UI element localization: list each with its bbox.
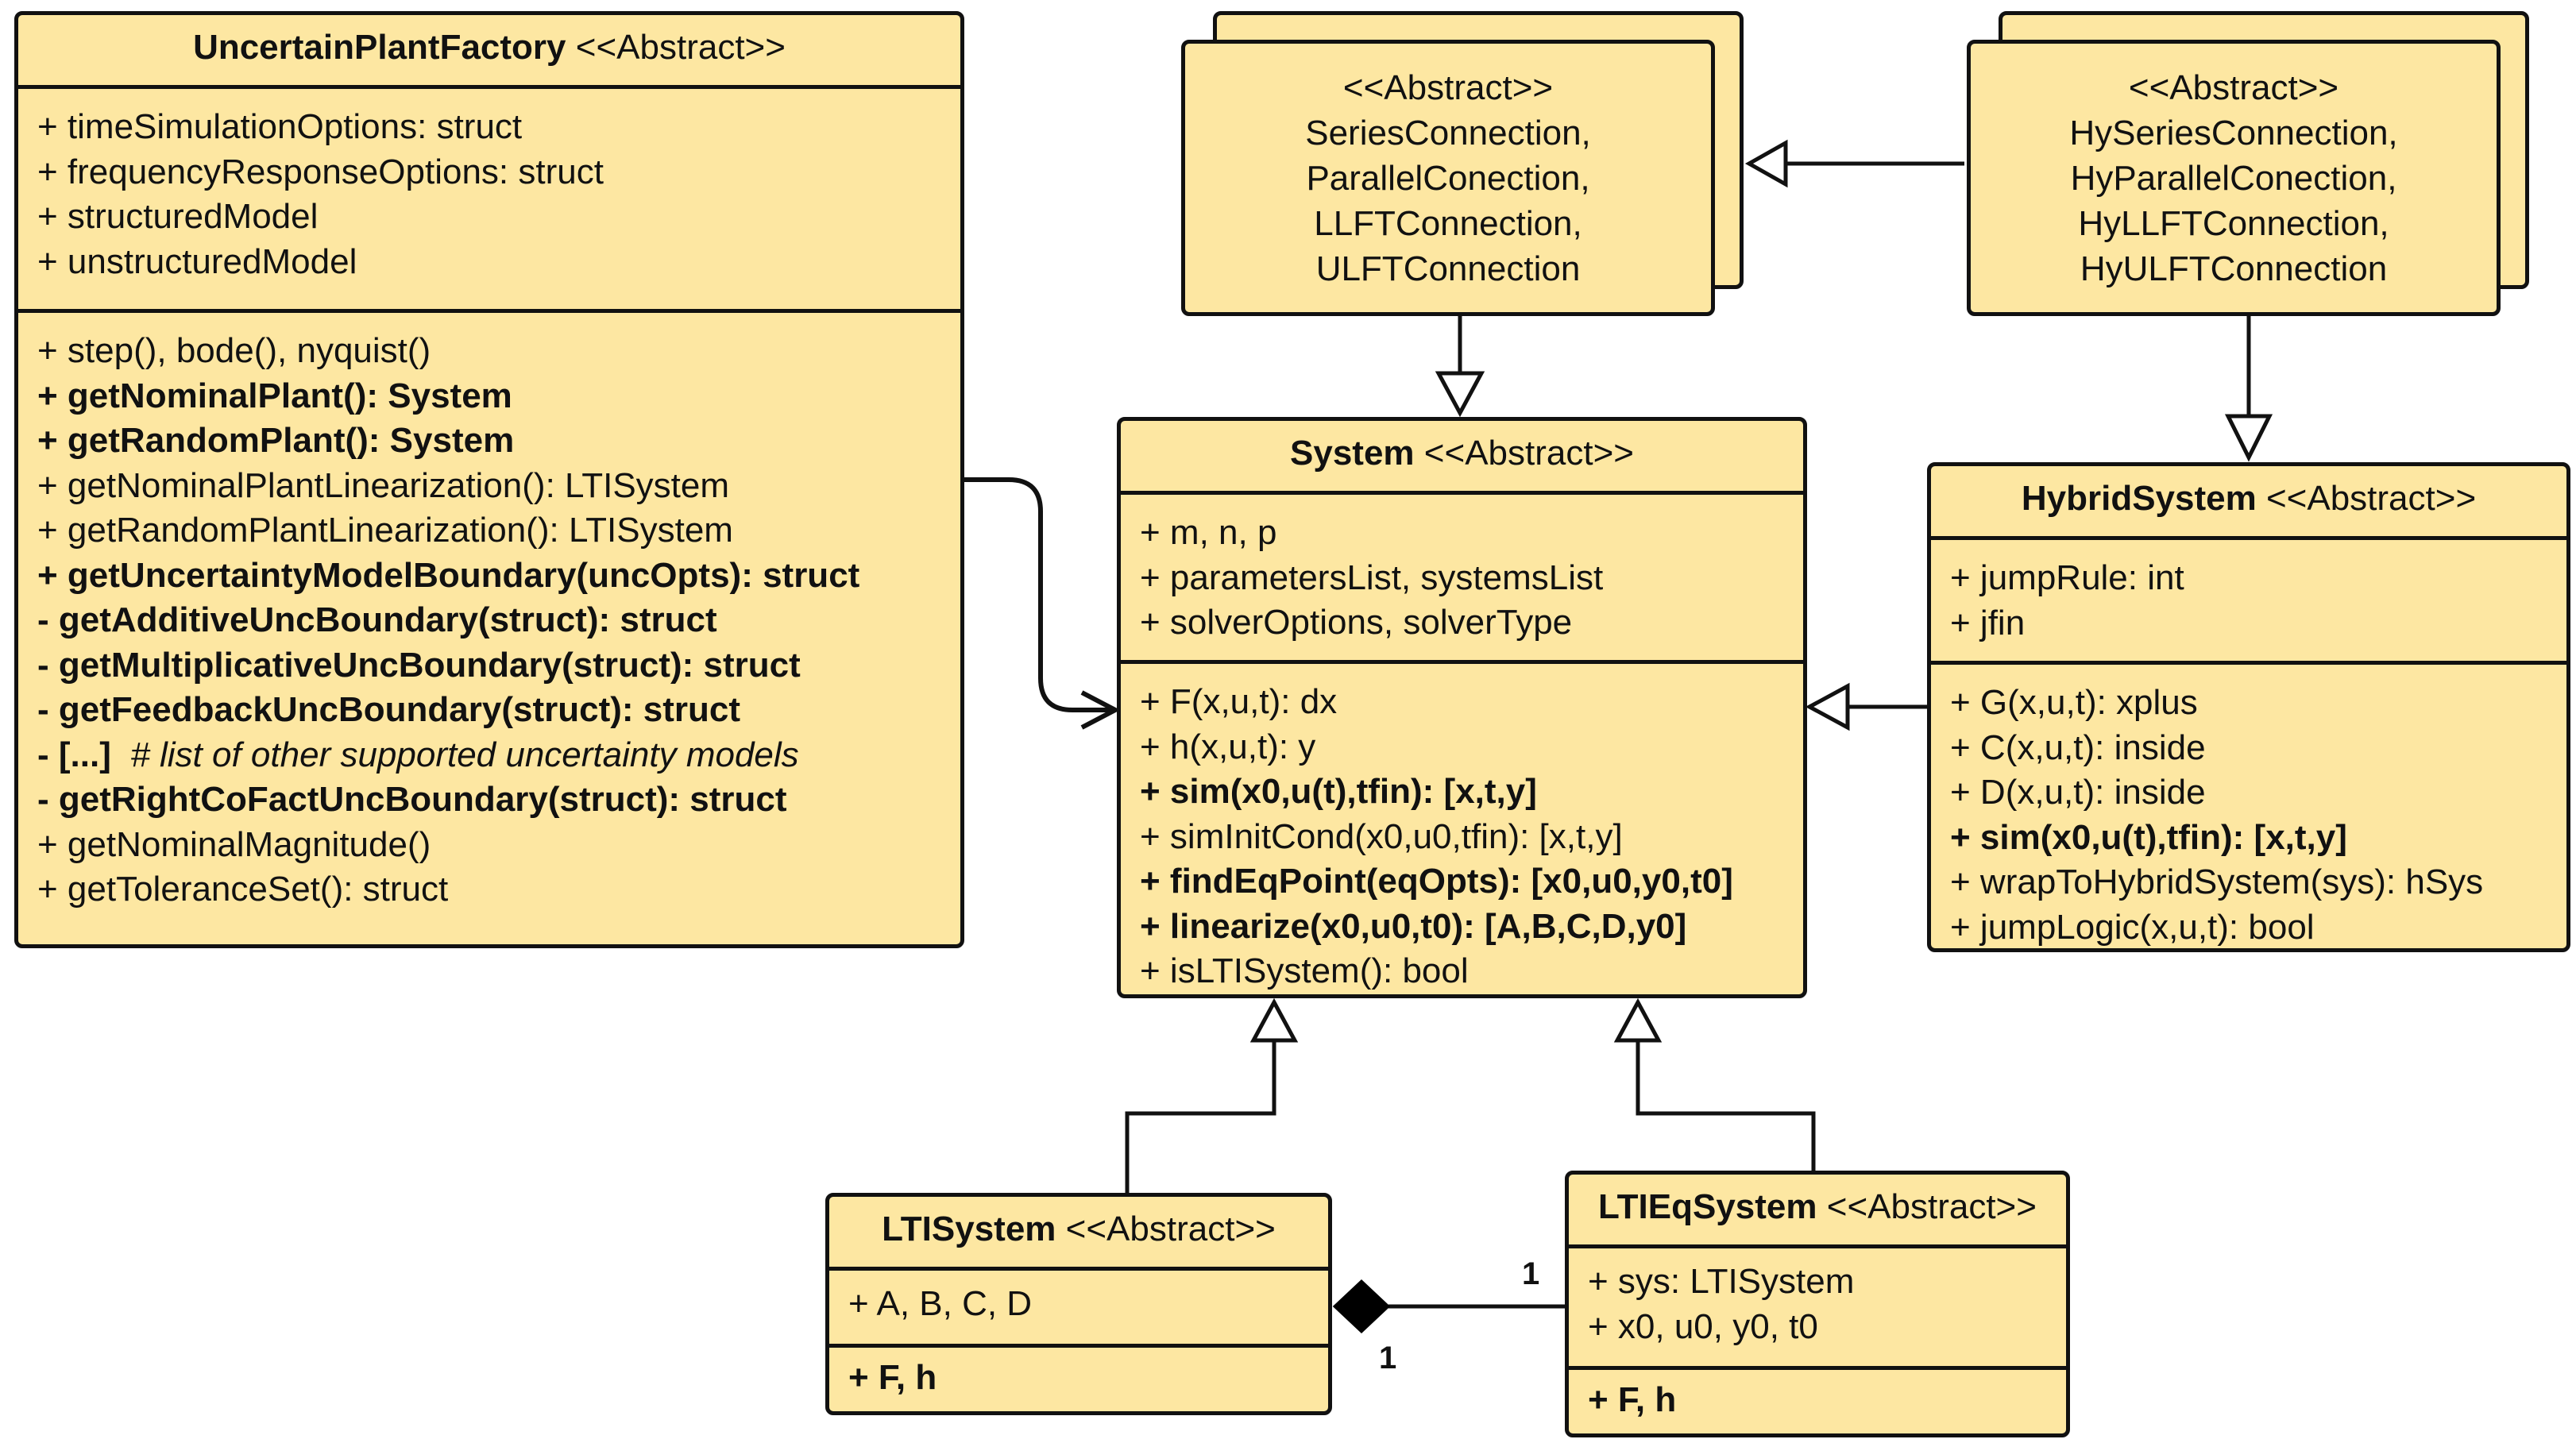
- class-name: UncertainPlantFactory: [193, 28, 566, 67]
- attribute: + x0, u0, y0, t0: [1588, 1306, 1818, 1346]
- method: + sim(x0,u(t),tfin): [x,t,y]: [1140, 772, 1537, 811]
- class-stereotype: <<Abstract>>: [2265, 479, 2477, 518]
- attribute: + frequencyResponseOptions: struct: [37, 152, 604, 191]
- composition-ltisystem-ltieqsystem: [1332, 1279, 1565, 1334]
- stack-line: <<Abstract>>: [2128, 68, 2339, 107]
- method: + G(x,u,t): xplus: [1950, 683, 2198, 722]
- generalization-hyconnections-to-hybridsystem: [2224, 314, 2273, 462]
- method: + getNominalMagnitude(): [37, 824, 431, 864]
- method: - getAdditiveUncBoundary(struct): struct: [37, 600, 717, 639]
- class-name: LTIEqSystem: [1598, 1187, 1817, 1226]
- generalization-ltisystem-to-system: [1125, 997, 1299, 1194]
- class-hybrid-system[interactable]: HybridSystem <<Abstract>> + jumpRule: in…: [1927, 462, 2570, 952]
- method: + simInitCond(x0,u0,tfin): [x,t,y]: [1140, 816, 1623, 856]
- class-stereotype: <<Abstract>>: [575, 28, 786, 67]
- attribute: + m, n, p: [1140, 513, 1277, 552]
- class-header: System <<Abstract>>: [1121, 421, 1803, 495]
- generalization-ltieqsystem-to-system: [1613, 997, 1816, 1172]
- class-lti-eq-system[interactable]: LTIEqSystem <<Abstract>> + sys: LTISyste…: [1565, 1171, 2070, 1437]
- method: + sim(x0,u(t),tfin): [x,t,y]: [1950, 817, 2347, 857]
- attributes-section: + sys: LTISystem + x0, u0, y0, t0: [1569, 1248, 2066, 1366]
- stack-line: HyParallelConection,: [2070, 158, 2397, 198]
- method: + F, h: [1588, 1380, 1677, 1419]
- generalization-hybridsystem-to-system: [1805, 682, 1929, 731]
- class-header: HybridSystem <<Abstract>>: [1931, 466, 2566, 540]
- method: + linearize(x0,u0,t0): [A,B,C,D,y0]: [1140, 906, 1687, 946]
- attributes-section: + jumpRule: int + jfin: [1931, 540, 2566, 661]
- multiplicity-label: 1: [1522, 1256, 1540, 1291]
- methods-section: + G(x,u,t): xplus + C(x,u,t): inside + D…: [1931, 661, 2566, 948]
- multiplicity-label: 1: [1379, 1341, 1397, 1375]
- class-name: HybridSystem: [2021, 479, 2257, 518]
- attribute: + jfin: [1950, 603, 2026, 642]
- method-comment: # list of other supported uncertainty mo…: [130, 735, 799, 774]
- generalization-hyconnections-to-connections: [1744, 139, 1964, 188]
- method: + isLTISystem(): bool: [1140, 951, 1469, 990]
- method: + getNominalPlant(): System: [37, 376, 512, 415]
- class-system[interactable]: System <<Abstract>> + m, n, p + paramete…: [1117, 417, 1807, 998]
- method: + step(), bode(), nyquist(): [37, 331, 431, 370]
- method: + findEqPoint(eqOpts): [x0,u0,y0,t0]: [1140, 862, 1733, 901]
- attribute: + parametersList, systemsList: [1140, 558, 1604, 597]
- class-stereotype: <<Abstract>>: [1065, 1210, 1276, 1248]
- class-connections[interactable]: <<Abstract>> SeriesConnection, ParallelC…: [1181, 40, 1715, 316]
- method: + getToleranceSet(): struct: [37, 870, 449, 909]
- method: - getFeedbackUncBoundary(struct): struct: [37, 690, 741, 729]
- class-uncertain-plant-factory[interactable]: UncertainPlantFactory <<Abstract>> + tim…: [14, 11, 964, 948]
- attribute: + solverOptions, solverType: [1140, 603, 1573, 642]
- association-factory-to-system: [963, 477, 1121, 730]
- class-header: UncertainPlantFactory <<Abstract>>: [18, 15, 960, 89]
- stack-line: <<Abstract>>: [1342, 68, 1554, 107]
- method: + F(x,u,t): dx: [1140, 682, 1338, 721]
- method: + C(x,u,t): inside: [1950, 727, 2206, 767]
- method: + getUncertaintyModelBoundary(uncOpts): …: [37, 555, 860, 595]
- attribute: + sys: LTISystem: [1588, 1262, 1855, 1301]
- class-name: System: [1290, 434, 1415, 473]
- attribute: + structuredModel: [37, 197, 319, 236]
- attributes-section: + A, B, C, D: [829, 1271, 1328, 1344]
- stack-line: HySeriesConnection,: [2069, 113, 2398, 152]
- attribute: + unstructuredModel: [37, 241, 357, 281]
- method: + jumpLogic(x,u,t): bool: [1950, 907, 2315, 947]
- stack-line: HyLLFTConnection,: [2078, 203, 2389, 243]
- method: - getMultiplicativeUncBoundary(struct): …: [37, 645, 801, 685]
- methods-section: + step(), bode(), nyquist() + getNominal…: [18, 309, 960, 928]
- method: + getRandomPlant(): System: [37, 421, 515, 460]
- attribute: + jumpRule: int: [1950, 558, 2184, 597]
- stack-line: HyULFTConnection: [2080, 249, 2388, 288]
- methods-section: + F, h: [1569, 1366, 2066, 1433]
- method: - getRightCoFactUncBoundary(struct): str…: [37, 780, 787, 819]
- stack-line: ParallelConection,: [1306, 158, 1590, 198]
- method: + h(x,u,t): y: [1140, 727, 1316, 766]
- stack-line: ULFTConnection: [1315, 249, 1581, 288]
- class-header: LTIEqSystem <<Abstract>>: [1569, 1175, 2066, 1248]
- class-header: LTISystem <<Abstract>>: [829, 1197, 1328, 1271]
- attributes-section: + m, n, p + parametersList, systemsList …: [1121, 495, 1803, 660]
- method: + D(x,u,t): inside: [1950, 773, 2206, 812]
- class-lti-system[interactable]: LTISystem <<Abstract>> + A, B, C, D + F,…: [825, 1193, 1332, 1415]
- class-stereotype: <<Abstract>>: [1826, 1187, 2037, 1226]
- method: + F, h: [848, 1358, 937, 1397]
- attribute: + timeSimulationOptions: struct: [37, 107, 523, 146]
- method: + wrapToHybridSystem(sys): hSys: [1950, 862, 2484, 901]
- stack-line: LLFTConnection,: [1314, 203, 1582, 243]
- generalization-connections-to-system: [1435, 314, 1485, 418]
- class-name: LTISystem: [882, 1210, 1056, 1248]
- method: - [...]: [37, 735, 111, 774]
- method: + getNominalPlantLinearization(): LTISys…: [37, 465, 730, 505]
- attribute: + A, B, C, D: [848, 1284, 1033, 1323]
- methods-section: + F(x,u,t): dx + h(x,u,t): y + sim(x0,u(…: [1121, 660, 1803, 994]
- class-hy-connections[interactable]: <<Abstract>> HySeriesConnection, HyParal…: [1967, 40, 2501, 316]
- methods-section: + F, h: [829, 1344, 1328, 1411]
- method: + getRandomPlantLinearization(): LTISyst…: [37, 511, 733, 550]
- method-with-comment: - [...] # list of other supported uncert…: [37, 733, 941, 778]
- stack-line: SeriesConnection,: [1305, 113, 1591, 152]
- class-stereotype: <<Abstract>>: [1423, 434, 1634, 473]
- attributes-section: + timeSimulationOptions: struct + freque…: [18, 89, 960, 309]
